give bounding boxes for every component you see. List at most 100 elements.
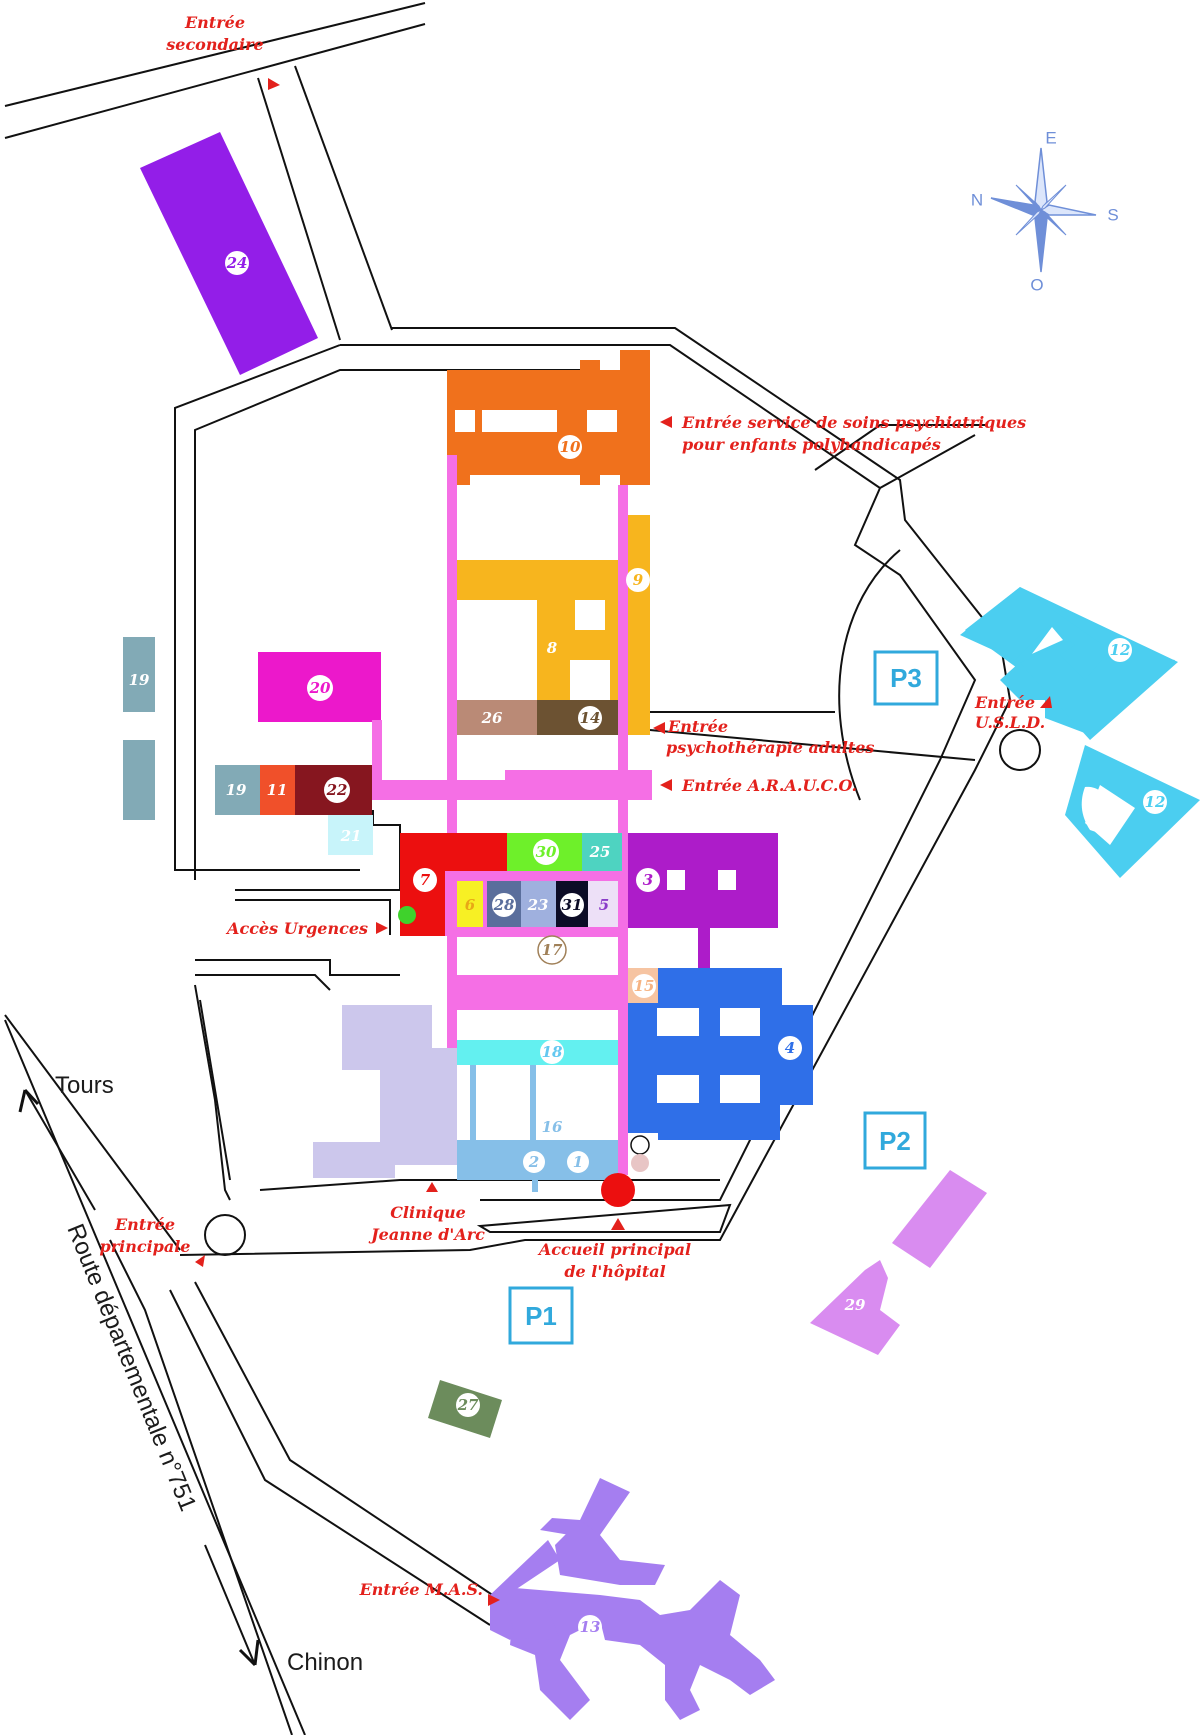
road-access-east [294, 65, 393, 331]
svg-text:20: 20 [309, 679, 331, 697]
marker-pink-circle [631, 1154, 649, 1172]
building-26[interactable] [457, 700, 537, 735]
label-27: 27 [456, 1393, 480, 1417]
label-24: 24 [225, 251, 249, 275]
parking-p2[interactable]: P2 [863, 1111, 927, 1170]
label-13: 13 [578, 1615, 602, 1639]
label-7: 7 [413, 868, 437, 892]
parking-areas: P3 P2 P1 [508, 650, 939, 1345]
svg-text:16: 16 [542, 1118, 563, 1136]
building-18[interactable] [457, 1040, 618, 1065]
parking-p3[interactable]: P3 [873, 650, 939, 706]
label-accueil-2: de l'hôpital [564, 1262, 665, 1281]
building-8-courtyard-c [570, 660, 610, 700]
building-14[interactable] [537, 700, 618, 735]
label-entree-principale-1: Entrée [114, 1215, 175, 1234]
label-25: 25 [589, 843, 611, 861]
svg-text:21: 21 [340, 827, 362, 845]
building-23[interactable] [521, 881, 556, 927]
label-12-north: 12 [1108, 638, 1132, 662]
arrow-entree-psy-adultes [653, 722, 665, 734]
road-access-west [257, 77, 341, 341]
corridor-20 [372, 720, 382, 785]
svg-text:24: 24 [226, 254, 248, 272]
svg-text:23: 23 [527, 896, 549, 914]
parking-p1[interactable]: P1 [508, 1286, 574, 1345]
arrow-entree-psy-enfants [660, 416, 672, 428]
label-31: 31 [560, 893, 584, 917]
road-drop-off [476, 1203, 732, 1233]
svg-text:15: 15 [634, 977, 655, 995]
building-13-center [505, 1590, 560, 1640]
label-chinon: Chinon [287, 1649, 363, 1676]
building-9[interactable] [628, 515, 650, 735]
label-4: 4 [778, 1036, 802, 1060]
label-30: 30 [533, 839, 559, 865]
compass-label-left: N [971, 191, 983, 210]
svg-text:6: 6 [465, 896, 476, 914]
road-rd751-join [4, 1014, 181, 1251]
building-10-courtyard-2 [482, 410, 557, 432]
svg-text:1: 1 [573, 1153, 583, 1171]
arrow-acces-urgences [376, 922, 388, 934]
road-south-1 [259, 1179, 720, 1191]
road-top-south [4, 23, 426, 139]
svg-text:P3: P3 [890, 663, 922, 693]
building-clinique-jeanne-darc[interactable] [313, 1005, 457, 1178]
building-18-post-2 [530, 1065, 536, 1140]
label-entree-arauco: Entrée A.R.A.U.C.O. [681, 776, 857, 795]
building-6[interactable] [457, 881, 483, 927]
building-2-stub [532, 1180, 538, 1192]
building-10-courtyard-3 [587, 410, 617, 432]
building-25[interactable] [582, 833, 622, 871]
road-mas-2 [169, 1289, 491, 1626]
building-13-core [555, 1520, 665, 1585]
compass-label-bottom: O [1030, 276, 1043, 295]
building-19-far-west-a[interactable] [123, 637, 155, 712]
road-urgences-1 [235, 810, 401, 891]
svg-text:P2: P2 [879, 1126, 911, 1156]
road-network [4, 2, 1041, 1735]
building-24[interactable] [140, 132, 318, 375]
arrow-entree-secondaire [268, 78, 280, 90]
building-4-yard-4 [720, 1075, 760, 1103]
building-10-courtyard-1 [455, 410, 475, 432]
building-13-branch-north [540, 1478, 630, 1535]
building-12-south-yard [1085, 785, 1135, 845]
building-5[interactable] [588, 881, 618, 927]
label-17: 17 [537, 935, 567, 965]
svg-text:19: 19 [226, 781, 247, 799]
urgences-marker [398, 906, 416, 924]
svg-text:18: 18 [542, 1043, 563, 1061]
road-perimeter-outer [179, 327, 1012, 1256]
road-urgences-4 [195, 974, 331, 991]
svg-text:27: 27 [457, 1396, 479, 1414]
label-accueil-1: Accueil principal [537, 1240, 691, 1259]
svg-text:26: 26 [481, 709, 503, 727]
building-21[interactable] [328, 815, 373, 855]
building-29-north[interactable] [892, 1170, 987, 1268]
road-urgences-3 [195, 959, 400, 976]
compass-rose: E N S O [971, 129, 1119, 295]
building-11[interactable] [260, 765, 295, 815]
svg-text:25: 25 [589, 843, 611, 861]
building-3-window-2 [718, 870, 736, 890]
entrance-arrows [195, 78, 1052, 1606]
building-19-far-west-b[interactable] [123, 740, 155, 820]
arrow-entree-usld [1040, 696, 1052, 708]
road-urgences-2 [235, 899, 391, 935]
building-19-west[interactable] [215, 765, 260, 815]
roundabout-usld [999, 729, 1041, 771]
svg-text:30: 30 [536, 843, 557, 861]
label-12-south: 12 [1143, 790, 1167, 814]
label-14: 14 [578, 706, 602, 730]
label-entree-psy-enfants-2: pour enfants polyhandicapés [682, 435, 941, 454]
svg-text:11: 11 [267, 781, 288, 799]
building-4-yard-1 [657, 1008, 699, 1036]
accueil-marker [601, 1173, 635, 1207]
arrow-entree-principale [195, 1255, 205, 1267]
label-entree-usld-2: U.S.L.D. [975, 713, 1045, 732]
building-29[interactable] [810, 1260, 900, 1355]
entrance-labels: Entrée secondaire Entrée service de soin… [100, 13, 1046, 1599]
building-18-post-1 [470, 1065, 476, 1140]
